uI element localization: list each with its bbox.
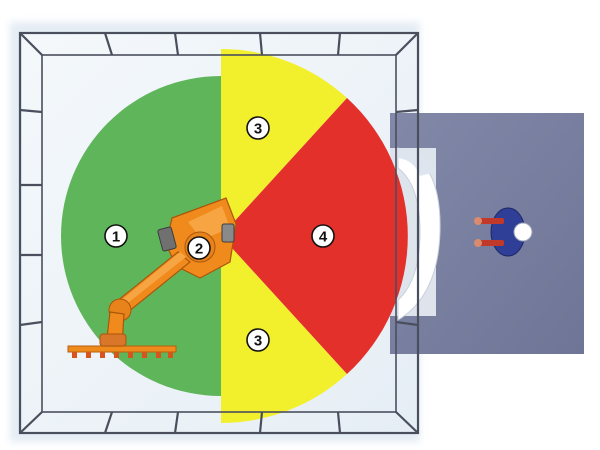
zone-label-safe: 1 <box>104 224 128 248</box>
svg-text:2: 2 <box>195 241 203 258</box>
safety-fence <box>18 31 420 435</box>
gripper-tool <box>67 345 177 358</box>
svg-text:4: 4 <box>319 229 328 246</box>
svg-text:3: 3 <box>254 333 262 350</box>
svg-text:3: 3 <box>254 121 262 138</box>
svg-text:1: 1 <box>112 229 120 246</box>
operator-icon <box>474 207 533 257</box>
zone-label-warning-upper: 3 <box>246 116 270 140</box>
warning-zone-lower <box>221 236 347 423</box>
zone-label-warning-lower: 3 <box>246 328 270 352</box>
safe-zone <box>61 76 221 396</box>
zone-label-robot-base: 2 <box>187 236 211 260</box>
zone-label-danger: 4 <box>311 224 335 248</box>
warning-zone-upper <box>221 49 347 236</box>
